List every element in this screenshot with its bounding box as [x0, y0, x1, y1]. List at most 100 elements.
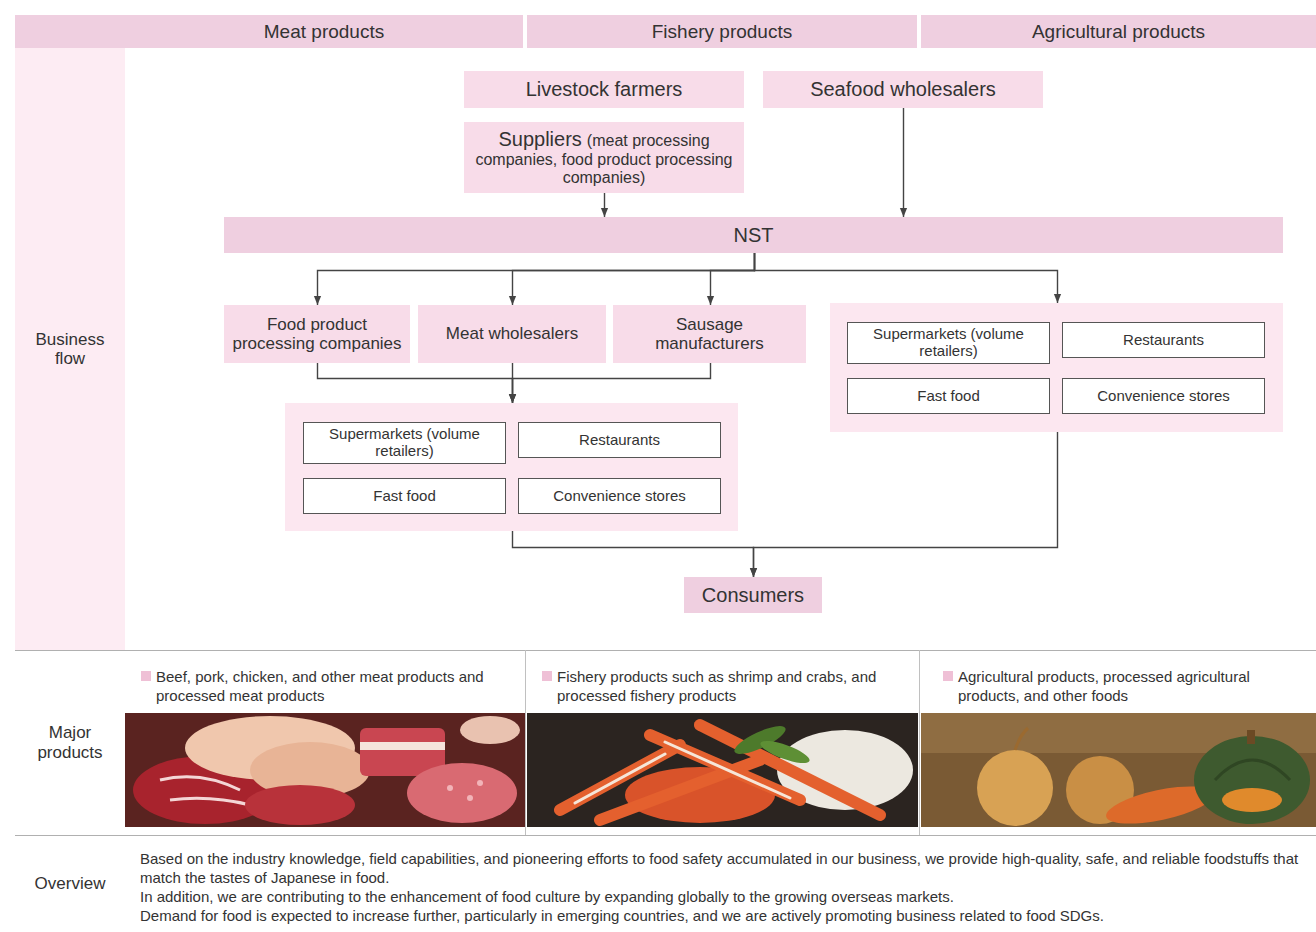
text-block: Restaurants: [1123, 332, 1204, 349]
text-block: Consumers: [702, 584, 804, 606]
node-label: NST: [734, 224, 774, 246]
node-label: Fishery products: [652, 21, 792, 42]
row-divider: [919, 650, 920, 835]
channel-box: Restaurants: [518, 422, 721, 458]
node-label: Food product processing companies: [232, 315, 401, 353]
product-caption: Fishery products such as shrimp and crab…: [557, 667, 912, 705]
vegetable-photo: [977, 750, 1053, 826]
text-block: Convenience stores: [1097, 388, 1230, 405]
text-block: Meat products: [264, 21, 384, 42]
text-block: Fishery products: [652, 21, 792, 42]
source-box: Livestock farmers: [464, 71, 744, 108]
channel-group: Supermarkets (volume retailers) Restauran…: [830, 303, 1283, 432]
row-header: Overview: [15, 835, 125, 932]
row-divider: [15, 650, 1316, 651]
channel-box: Convenience stores: [1062, 378, 1265, 414]
flow-arrow: [711, 253, 755, 305]
text-block: Food product processing companies: [232, 315, 402, 353]
text-block: Seafood wholesalers: [810, 78, 996, 100]
meat-photo: [477, 780, 483, 786]
channel-box: Fast food: [303, 478, 506, 514]
text-block: Major products: [21, 723, 119, 761]
node-label: Restaurants: [579, 431, 660, 448]
meat-photo: [447, 785, 453, 791]
meat-photo: [467, 795, 473, 801]
flow-arrow: [754, 432, 1058, 577]
supplier-box: Suppliers(meat processing companies, foo…: [464, 122, 744, 193]
crab-photo: [527, 713, 918, 827]
text-block: Fast food: [917, 388, 980, 405]
node-label: Consumers: [702, 584, 804, 606]
node-label: Sausage manufacturers: [655, 315, 764, 353]
crab-photo: [758, 737, 812, 768]
caption-bullet: [943, 671, 953, 681]
overview-paragraph: In addition, we are contributing to the …: [140, 887, 1312, 906]
text-block: Convenience stores: [553, 488, 686, 505]
header-band: [15, 15, 125, 48]
vegetable-photo: [1194, 736, 1310, 824]
product-caption: Beef, pork, chicken, and other meat prod…: [156, 667, 516, 705]
text-block: Supermarkets (volume retailers): [854, 326, 1043, 360]
row-header: Business flow: [15, 48, 125, 650]
flow-arrow: [318, 363, 513, 403]
text-block: Business flow: [21, 330, 119, 368]
column-header: Meat products: [125, 15, 523, 48]
node-label: Meat wholesalers: [446, 324, 578, 343]
channel-box: Supermarkets (volume retailers): [303, 422, 506, 464]
text-block: Supermarkets (volume retailers): [310, 426, 499, 460]
vegetable-photo: [1015, 728, 1028, 750]
crab-photo: [527, 713, 918, 827]
text-block: Sausage manufacturers: [621, 315, 798, 353]
meat-photo: [360, 742, 445, 750]
meat-photo: [125, 713, 525, 827]
flow-arrow: [755, 253, 1058, 303]
node-label: Agricultural products: [1032, 21, 1205, 42]
company-band: NST: [224, 217, 1283, 253]
vegetable-photo: [921, 713, 1316, 831]
meat-photo: [407, 763, 517, 823]
crab-photo: [575, 754, 665, 803]
text-block: Livestock farmers: [526, 78, 683, 100]
text-block: Fast food: [373, 488, 436, 505]
row-header: Major products: [15, 650, 125, 835]
node-label: Fast food: [373, 487, 436, 504]
flow-arrow: [513, 363, 711, 403]
flow-arrow: [604, 193, 605, 217]
row-divider: [525, 650, 526, 835]
node-label: Restaurants: [1123, 331, 1204, 348]
customer-box: Food product processing companies: [224, 305, 410, 363]
meat-photo: [160, 777, 250, 805]
meat-photo: [125, 713, 525, 827]
channel-group: Supermarkets (volume retailers) Restauran…: [285, 403, 738, 531]
node-label: Meat products: [264, 21, 384, 42]
node-label: Business flow: [36, 330, 105, 368]
caption-bullet: [141, 671, 151, 681]
text-block: NST: [734, 224, 774, 246]
channel-box: Supermarkets (volume retailers): [847, 322, 1050, 364]
node-label: Convenience stores: [1097, 387, 1230, 404]
node-label: Convenience stores: [553, 487, 686, 504]
caption-bullet: [542, 671, 552, 681]
row-divider: [15, 835, 1316, 836]
column-header: Agricultural products: [921, 15, 1316, 48]
overview-text: Based on the industry knowledge, field c…: [140, 849, 1312, 925]
node-label: Supermarkets (volume retailers): [329, 425, 480, 459]
flow-arrow: [903, 108, 904, 217]
overview-paragraph: Based on the industry knowledge, field c…: [140, 849, 1312, 887]
node-label: Fast food: [917, 387, 980, 404]
channel-box: Convenience stores: [518, 478, 721, 514]
node-label: Major products: [37, 723, 102, 761]
column-header: Fishery products: [527, 15, 917, 48]
product-caption: Agricultural products, processed agricul…: [958, 667, 1310, 705]
row-divider: [15, 650, 1316, 836]
source-box: Seafood wholesalers: [763, 71, 1043, 108]
meat-photo: [245, 785, 355, 825]
text-block: Agricultural products: [1032, 21, 1205, 42]
crab-photo: [575, 742, 790, 803]
flow-arrow: [318, 253, 755, 305]
vegetable-photo: [1222, 788, 1282, 812]
text-block: Overview: [35, 874, 106, 893]
customer-box: Sausage manufacturers: [613, 305, 806, 363]
text-block: Suppliers(meat processing companies, foo…: [474, 128, 734, 186]
